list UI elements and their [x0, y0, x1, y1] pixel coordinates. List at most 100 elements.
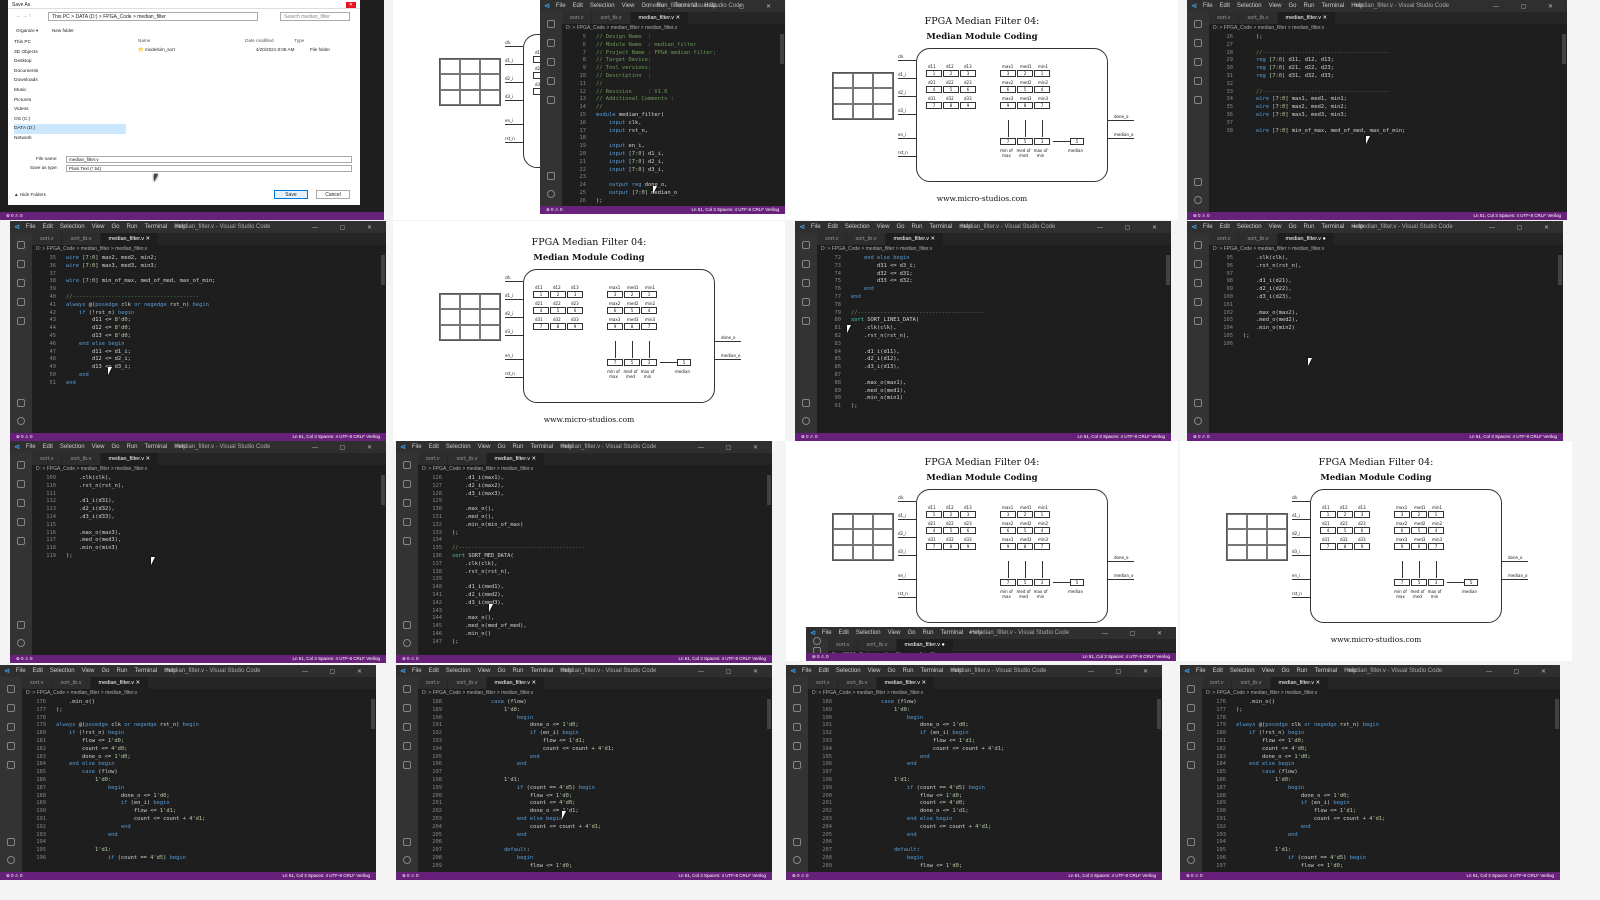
code-line[interactable]: 183 done_o <= 1'd0;: [36, 753, 131, 760]
code-line[interactable]: 144 .max_o(),: [432, 615, 495, 622]
tab-sort-tb-v[interactable]: sort_tb.v: [62, 453, 100, 465]
tab-sort-v[interactable]: sort.v: [32, 453, 62, 465]
column-header[interactable]: Type: [294, 38, 305, 43]
menu-item-terminal[interactable]: Terminal: [940, 630, 964, 636]
code-line[interactable]: 26 );: [1226, 34, 1263, 40]
status-position[interactable]: Ln 51, Col 3 Spaces: 4 UTF-8 CRLF Verilo…: [678, 656, 766, 661]
explorer-icon[interactable]: [1194, 20, 1202, 28]
menu-item-run[interactable]: Run: [922, 630, 934, 636]
code-line[interactable]: 181 flow <= 1'd0;: [1216, 737, 1305, 744]
menu-item-selection[interactable]: Selection: [1229, 668, 1255, 674]
code-line[interactable]: 190 flow <= 1'd1;: [36, 808, 177, 815]
tab-median-filter-v[interactable]: median_filter.v ✕: [486, 453, 545, 465]
window-controls-icon[interactable]: — ▢ ✕: [1485, 668, 1556, 675]
menu-item-run[interactable]: Run: [1296, 668, 1308, 674]
code-line[interactable]: 39: [49, 286, 57, 293]
menu-item-edit[interactable]: Edit: [572, 3, 583, 9]
menu-item-file[interactable]: File: [555, 3, 566, 9]
code-line[interactable]: 177);: [36, 706, 63, 713]
tab-median-filter-v[interactable]: median_filter.v ✕: [630, 12, 689, 24]
menu-item-file[interactable]: File: [1202, 224, 1213, 230]
menu-item-go[interactable]: Go: [1281, 668, 1290, 674]
code-line[interactable]: 193 end: [1216, 831, 1298, 838]
code-line[interactable]: 143: [432, 607, 442, 614]
menu-item-view[interactable]: View: [1261, 668, 1275, 674]
menu-item-go[interactable]: Go: [497, 668, 506, 674]
menu-item-edit[interactable]: Edit: [1219, 224, 1230, 230]
window-controls-icon[interactable]: — ▢ ✕: [1492, 3, 1563, 10]
menu-item-view[interactable]: View: [887, 630, 901, 636]
tab-median-filter-v[interactable]: median_filter.v ✕: [100, 453, 159, 465]
code-line[interactable]: 21 input [7:0] d2_i,: [579, 158, 665, 165]
menu-item-file[interactable]: File: [1195, 668, 1206, 674]
close-icon[interactable]: ✕: [345, 2, 356, 8]
run-debug-icon[interactable]: [547, 77, 555, 85]
menu-item-run[interactable]: Run: [116, 668, 128, 674]
settings-gear-icon[interactable]: [1194, 196, 1202, 204]
menu-item-terminal[interactable]: Terminal: [929, 224, 953, 230]
code-editor[interactable]: 126 .d1_i(max1),127 .d2_i(max2),128 .d3_…: [418, 475, 766, 653]
menu-item-file[interactable]: File: [801, 668, 812, 674]
source-control-icon[interactable]: [793, 723, 801, 731]
code-line[interactable]: 138 .rst_n(rst_n),: [432, 568, 511, 575]
menu-item-go[interactable]: Go: [887, 668, 896, 674]
menu-item-terminal[interactable]: Terminal: [1321, 3, 1345, 9]
code-line[interactable]: 198 1'd1:: [822, 776, 911, 783]
explorer-icon[interactable]: [403, 685, 411, 693]
code-line[interactable]: 7// Project Name : FPGA median filter;: [582, 49, 717, 56]
code-line[interactable]: 116 .max_o(max3),: [46, 529, 122, 536]
new-folder-button[interactable]: New folder: [52, 28, 74, 33]
run-debug-icon[interactable]: [403, 742, 411, 750]
menu-item-selection[interactable]: Selection: [445, 444, 471, 450]
menu-item-file[interactable]: File: [15, 668, 26, 674]
code-line[interactable]: 113 .d2_i(d32),: [46, 506, 115, 513]
column-header[interactable]: Name: [138, 38, 151, 43]
menu-item-help[interactable]: Help: [959, 224, 972, 230]
minimap-scroll[interactable]: [767, 475, 771, 505]
code-line[interactable]: 186 1'd0:: [1216, 776, 1292, 783]
menu-item-view[interactable]: View: [621, 3, 635, 9]
run-debug-icon[interactable]: [802, 298, 810, 306]
code-line[interactable]: 200 flow <= 1'd0;: [822, 792, 963, 799]
code-line[interactable]: 192 if (en_i) begin: [822, 730, 969, 737]
save-button[interactable]: Save: [274, 190, 308, 199]
explorer-icon[interactable]: [802, 241, 810, 249]
menu-item-terminal[interactable]: Terminal: [1321, 224, 1345, 230]
code-line[interactable]: 208 begin: [432, 854, 534, 861]
extensions-icon[interactable]: [17, 317, 25, 325]
tab-sort-v[interactable]: sort.v: [22, 677, 52, 689]
tab-sort-v[interactable]: sort.v: [562, 12, 592, 24]
code-line[interactable]: 26);: [579, 197, 603, 204]
tab-sort-v[interactable]: sort.v: [1209, 233, 1239, 245]
account-icon[interactable]: [403, 838, 411, 846]
settings-gear-icon[interactable]: [1194, 417, 1202, 425]
minimap-scroll[interactable]: [1562, 34, 1566, 64]
extensions-icon[interactable]: [802, 317, 810, 325]
code-line[interactable]: 48 d12 <= d2_i;: [49, 356, 131, 363]
search-icon[interactable]: [1194, 260, 1202, 268]
extensions-icon[interactable]: [1187, 761, 1195, 769]
code-line[interactable]: 16 input clk,: [579, 119, 642, 126]
code-line[interactable]: 189 if (en_i) begin: [36, 800, 170, 807]
menu-item-terminal[interactable]: Terminal: [530, 668, 554, 674]
tab-median-filter-v[interactable]: median_filter.v ✕: [1270, 677, 1329, 689]
account-icon[interactable]: [403, 621, 411, 629]
menu-item-selection[interactable]: Selection: [49, 668, 75, 674]
status-position[interactable]: Ln 51, Col 3 Spaces: 4 UTF-8 CRLF Verilo…: [1068, 873, 1156, 878]
menu-item-view[interactable]: View: [477, 668, 491, 674]
settings-gear-icon[interactable]: [813, 637, 821, 645]
code-line[interactable]: 91);: [834, 403, 858, 410]
tab-sort-v[interactable]: sort.v: [418, 677, 448, 689]
menu-item-help[interactable]: Help: [164, 668, 177, 674]
code-line[interactable]: 133);: [432, 529, 459, 536]
menu-item-run[interactable]: Run: [1303, 3, 1315, 9]
code-line[interactable]: 192 end: [36, 823, 131, 830]
code-line[interactable]: 198 1'd1:: [432, 776, 521, 783]
run-debug-icon[interactable]: [1194, 298, 1202, 306]
